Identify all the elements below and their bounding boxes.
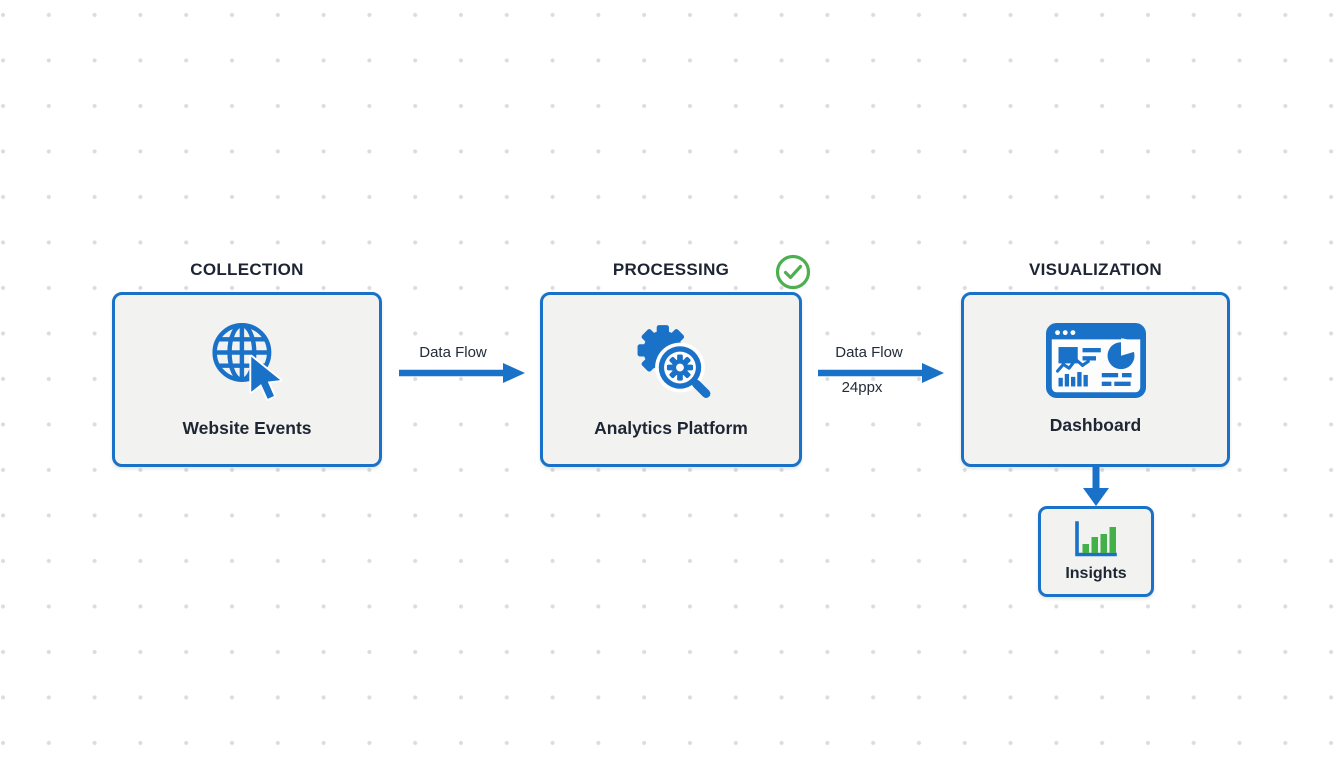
stage-title-processing: PROCESSING [612, 260, 730, 279]
flow-label-2: Data Flow [835, 344, 903, 361]
gear-magnifier-icon [637, 324, 711, 398]
node-label-analytics-platform: Analytics Platform [594, 417, 748, 438]
node-analytics-platform: Analytics Platform [540, 292, 802, 467]
stage-title-collection: COLLECTION [190, 260, 304, 279]
node-label-website-events: Website Events [182, 417, 312, 438]
check-circle-icon [775, 254, 811, 290]
bar-chart-icon [1075, 521, 1117, 557]
arrow-right-icon [399, 363, 525, 383]
dashboard-icon [1045, 323, 1146, 398]
node-label-insights: Insights [1065, 565, 1127, 582]
node-insights: Insights [1038, 506, 1154, 597]
flow-label-1: Data Flow [419, 344, 487, 361]
node-dashboard: Dashboard [961, 292, 1230, 467]
flow-sublabel-24ppx: 24ppx [841, 379, 883, 396]
arrow-down-icon [1083, 467, 1109, 506]
node-label-dashboard: Dashboard [1049, 415, 1142, 435]
globe-cursor-icon [212, 322, 283, 401]
node-website-events: Website Events [112, 292, 382, 467]
stage-title-visualization: VISUALIZATION [1029, 260, 1162, 279]
arrow-right-icon [818, 363, 944, 383]
